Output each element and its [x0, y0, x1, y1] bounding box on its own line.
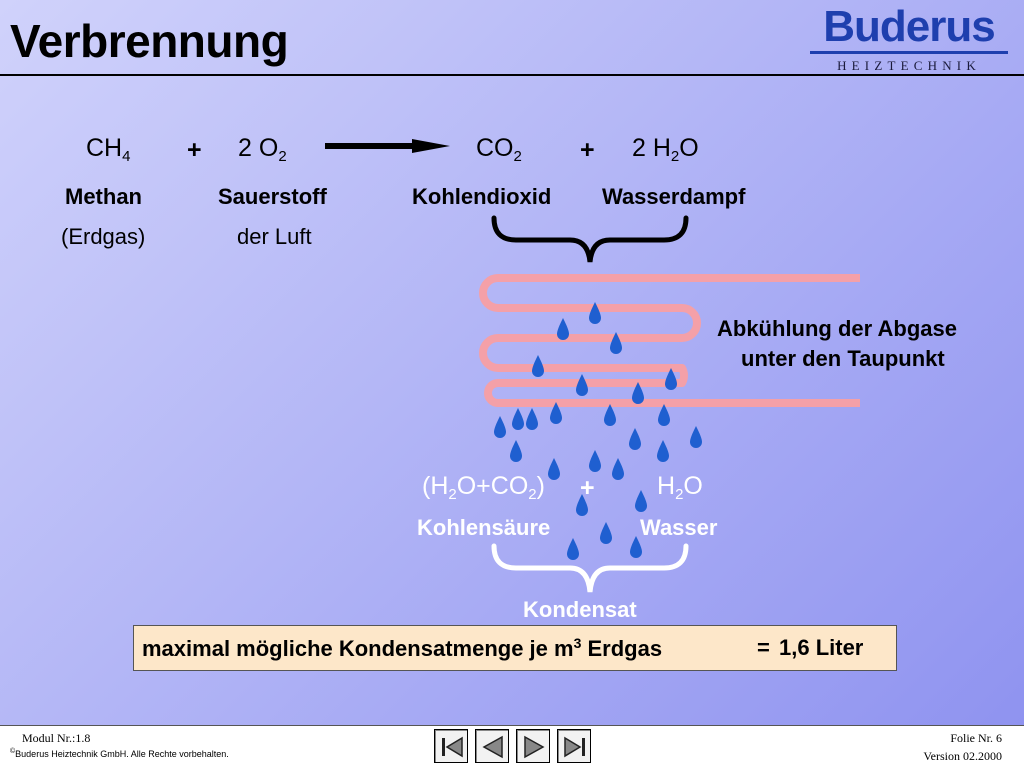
- methane-label: Methan: [65, 184, 142, 209]
- result-box: maximal mögliche Kondensatmenge je m3 Er…: [133, 625, 897, 671]
- footer-divider: [0, 725, 1024, 726]
- plus-sign: +: [580, 474, 595, 502]
- first-slide-button[interactable]: [434, 729, 468, 763]
- result-value: 1,6 Liter: [779, 635, 864, 660]
- footer: Modul Nr.:1.8 ©Buderus Heiztechnik GmbH.…: [0, 725, 1024, 768]
- methane-formula: CH4: [86, 134, 131, 165]
- plus-sign: +: [187, 136, 202, 164]
- result-text: maximal mögliche Kondensatmenge je m3 Er…: [142, 635, 663, 661]
- title-divider: [0, 74, 1024, 76]
- water-product-formula: H2O: [657, 472, 703, 503]
- natural-gas-label: (Erdgas): [61, 224, 146, 249]
- condensate-label: Kondensat: [523, 597, 637, 622]
- steam-label: Wasserdampf: [602, 184, 746, 209]
- previous-slide-button[interactable]: [475, 729, 509, 763]
- page-title: Verbrennung: [10, 15, 289, 67]
- carbonic-acid-formula: (H2O+CO2): [422, 472, 545, 503]
- copyright: ©Buderus Heiztechnik GmbH. Alle Rechte v…: [10, 748, 229, 759]
- oxygen-formula: 2 O2: [238, 134, 287, 165]
- logo-wordmark: Buderus: [823, 2, 995, 51]
- logo-rule: [810, 51, 1008, 54]
- plus-sign: +: [580, 136, 595, 164]
- reaction-arrow-icon: [325, 139, 450, 153]
- condensate-drops-icon: [494, 302, 702, 560]
- result-equals: =: [757, 635, 770, 660]
- next-slide-icon: [524, 735, 545, 759]
- top-brace-icon: [491, 215, 689, 263]
- water-label: Wasser: [640, 515, 718, 540]
- co2-label: Kohlendioxid: [412, 184, 552, 209]
- logo-subtitle: HEIZTECHNIK: [837, 58, 981, 73]
- cooling-note-line1: Abkühlung der Abgase: [717, 316, 957, 341]
- version: Version 02.2000: [923, 749, 1002, 763]
- process-illustration: [325, 139, 860, 593]
- last-slide-button[interactable]: [557, 729, 591, 763]
- next-slide-button[interactable]: [516, 729, 550, 763]
- co2-formula: CO2: [476, 134, 522, 165]
- air-label: der Luft: [237, 224, 312, 249]
- module-number: Modul Nr.:1.8: [22, 731, 91, 745]
- bottom-brace-icon: [491, 543, 689, 593]
- oxygen-label: Sauerstoff: [218, 184, 327, 209]
- first-slide-icon: [442, 736, 463, 758]
- buderus-logo: Buderus HEIZTECHNIK: [808, 2, 1010, 74]
- previous-slide-icon: [482, 735, 503, 759]
- slide: Verbrennung Buderus HEIZTECHNIK: [0, 0, 1024, 725]
- water-formula: 2 H2O: [632, 134, 699, 165]
- carbonic-acid-label: Kohlensäure: [417, 515, 551, 540]
- cooling-note-line2: unter den Taupunkt: [741, 346, 945, 371]
- cooling-coil-icon: [479, 274, 860, 407]
- slide-number: Folie Nr. 6: [950, 731, 1002, 745]
- last-slide-icon: [564, 736, 585, 758]
